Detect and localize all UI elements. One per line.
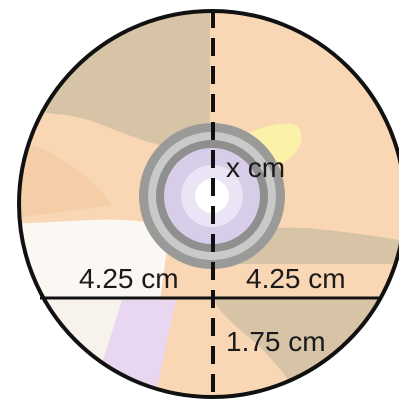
disc-left-cream-band [19, 219, 170, 300]
disc-left-shadow [19, 137, 112, 220]
label-unknown-x: x cm [226, 152, 285, 183]
hub-center-hole [195, 179, 229, 213]
label-right-half-chord: 4.25 cm [246, 263, 346, 294]
disc-lower-left-cream [19, 300, 122, 397]
label-left-half-chord: 4.25 cm [79, 263, 179, 294]
disc-hub [139, 123, 285, 269]
label-chord-distance: 1.75 cm [226, 326, 326, 357]
